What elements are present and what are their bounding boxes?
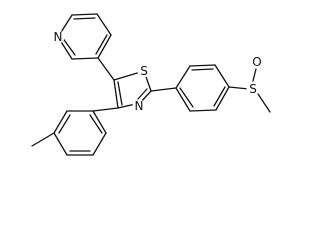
bond	[189, 64, 216, 67]
bond	[71, 57, 99, 60]
bond	[92, 110, 107, 134]
thiazole-nitrogen-atom: N	[132, 99, 146, 113]
bond	[228, 86, 250, 90]
sulfoxide-sulfur-label: S	[249, 82, 257, 96]
pyridine-nitrogen-label: N	[54, 30, 63, 44]
bond	[61, 36, 76, 56]
bond-layer	[31, 13, 271, 156]
bond	[73, 17, 96, 20]
sulfoxide-oxygen-label: O	[252, 55, 261, 69]
thiazole-nitrogen-label: N	[135, 99, 144, 113]
thiazole-sulfur-label: S	[140, 64, 148, 78]
atom-label-layer: N S N S O	[51, 30, 264, 113]
bond	[97, 34, 112, 59]
thiazole-sulfur-atom: S	[137, 64, 151, 78]
sulfoxide-oxygen-atom: O	[250, 55, 264, 69]
bond	[179, 87, 194, 108]
bond	[92, 107, 119, 112]
bond	[191, 68, 214, 71]
bond	[137, 88, 148, 100]
bond	[257, 93, 271, 113]
bond	[213, 86, 226, 107]
bond	[189, 109, 217, 112]
bond	[96, 13, 112, 36]
bond	[58, 114, 71, 134]
bond	[175, 87, 191, 112]
bond	[97, 57, 115, 81]
bond	[95, 34, 108, 55]
bond	[117, 81, 123, 106]
bond	[214, 64, 230, 88]
bond	[53, 132, 68, 156]
bond	[252, 68, 257, 82]
bond	[53, 110, 68, 134]
pyridine-nitrogen-atom: N	[51, 30, 65, 44]
chemical-structure-diagram: N S N S O	[31, 13, 271, 156]
bond	[113, 79, 119, 109]
bond	[175, 65, 191, 89]
bond	[92, 132, 107, 156]
bond	[215, 86, 230, 111]
bond	[31, 132, 55, 147]
bond	[89, 114, 103, 134]
bond	[71, 13, 98, 16]
sulfoxide-sulfur-atom: S	[246, 82, 260, 96]
bond	[150, 87, 177, 92]
